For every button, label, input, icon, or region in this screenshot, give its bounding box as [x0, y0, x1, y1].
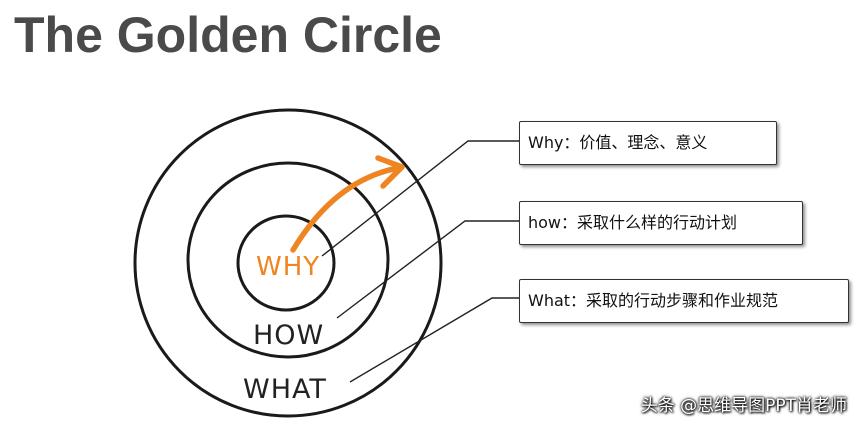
middle-ring: [186, 161, 390, 359]
callout-how: how：采取什么样的行动计划: [519, 201, 803, 245]
watermark: 头条 @思维导图PPT肖老师: [640, 396, 847, 416]
how-label: HOW: [253, 320, 325, 351]
leader-lines: [321, 140, 519, 383]
what-label: WHAT: [243, 374, 327, 405]
diagram-title: The Golden Circle: [14, 7, 442, 63]
arrow-icon: [290, 155, 405, 253]
why-label: WHY: [256, 252, 321, 282]
leader-line-what: [349, 297, 519, 383]
inner-ring: [236, 214, 336, 312]
leader-line-how: [336, 220, 519, 319]
outer-ring: [133, 108, 443, 418]
callout-what: What：采取的行动步骤和作业规范: [519, 279, 849, 323]
callout-why: Why：价值、理念、意义: [519, 121, 777, 165]
leader-line-why: [321, 140, 519, 257]
